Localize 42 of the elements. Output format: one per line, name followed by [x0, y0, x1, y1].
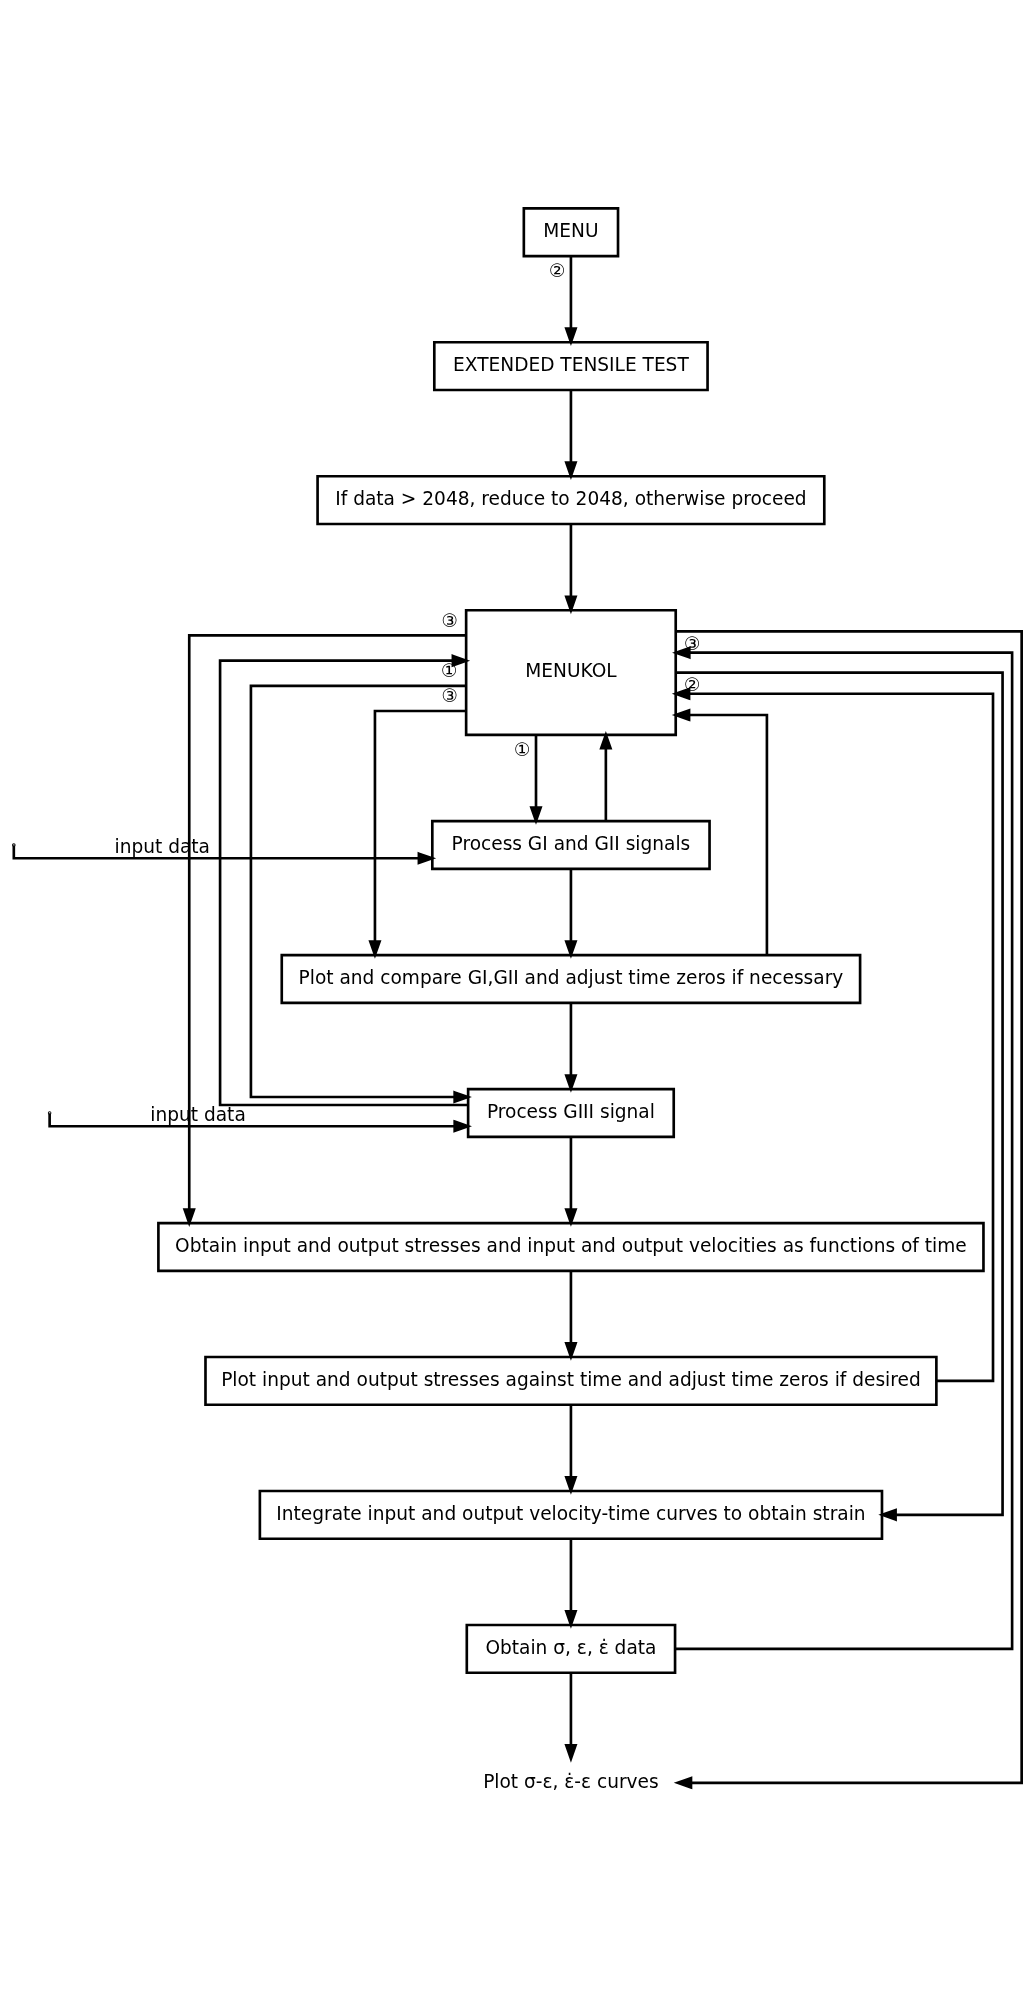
arrow — [564, 1002, 578, 1093]
arrow — [599, 730, 613, 822]
edge-label: ③ — [441, 609, 459, 631]
arrow — [368, 709, 467, 959]
arrow — [564, 1672, 578, 1763]
arrow — [675, 671, 1004, 1522]
arrow — [564, 256, 578, 346]
edge-label: ③ — [683, 632, 701, 654]
node-box: Plot and compare GI,GII and adjust time zeros if necessary — [280, 953, 862, 1005]
node-box: If data > 2048, reduce to 2048, otherwise proceed — [316, 474, 826, 526]
arrow — [564, 1136, 578, 1227]
node-box: Obtain σ, ε, ε̇ data — [465, 1623, 677, 1675]
arrow — [564, 390, 578, 480]
edge-label: ② — [548, 260, 566, 282]
arrow — [564, 1270, 578, 1361]
arrow — [249, 684, 472, 1104]
arrow — [529, 735, 543, 825]
arrow — [48, 1113, 472, 1133]
arrow — [671, 687, 995, 1383]
node-box: EXTENDED TENSILE TEST — [432, 340, 709, 392]
arrow — [671, 708, 769, 956]
arrow — [564, 1404, 578, 1495]
arrow — [673, 630, 1023, 1790]
edge-label: ① — [441, 660, 458, 682]
node-box: Integrate input and output velocity-time curves to obtain strain — [258, 1489, 884, 1541]
arrow — [672, 646, 1014, 1651]
edge-label: ② — [683, 674, 701, 696]
edge-label: ① — [514, 739, 531, 761]
arrow — [12, 845, 437, 865]
node-box: Obtain input and output stresses and input and output velocities as functions of time — [157, 1221, 985, 1273]
node-box: Process GIII signal — [466, 1087, 676, 1139]
node-box: Process GI and GII signals — [431, 819, 711, 871]
arrow — [564, 1538, 578, 1629]
node-box: MENU — [522, 207, 620, 258]
node-box: Plot input and output stresses against time and adjust time zeros if desired — [204, 1355, 938, 1407]
arrow — [218, 654, 471, 1107]
node-box: MENUKOL — [464, 608, 678, 737]
arrow — [564, 524, 578, 615]
edge-label: ③ — [441, 685, 459, 707]
node-text: Plot σ-ε, ε̇-ε curves — [483, 1770, 659, 1792]
arrow — [182, 634, 467, 1227]
arrow — [564, 868, 578, 959]
